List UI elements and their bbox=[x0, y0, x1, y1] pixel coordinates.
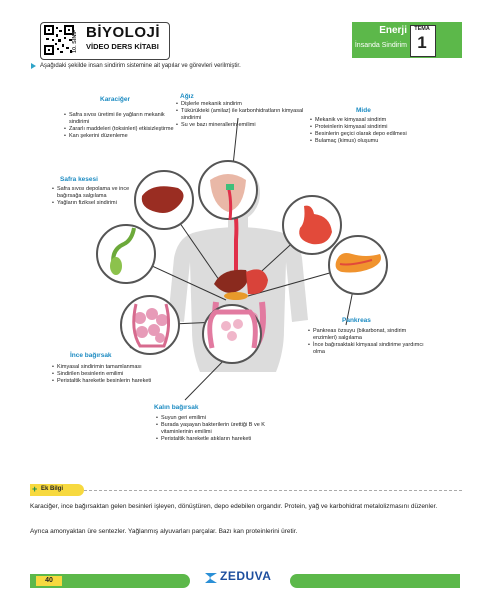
ek-bilgi-divider bbox=[84, 490, 462, 491]
liver-functions: Safra sıvısı üretimi ile yağların mekani… bbox=[64, 112, 174, 140]
topic-band bbox=[352, 22, 462, 58]
mouth-title: Ağız bbox=[180, 93, 194, 100]
gallbladder-circle bbox=[96, 224, 156, 284]
liver bbox=[214, 269, 248, 293]
tema-box bbox=[410, 25, 436, 57]
topic-subtitle: İnsanda Sindirim bbox=[354, 42, 407, 49]
ek-bilgi-paragraph-1: Karaciğer, ince bağırsaktan gelen besinl… bbox=[30, 503, 438, 510]
book-title: BİYOLOJİ bbox=[86, 24, 161, 41]
pancreas bbox=[224, 292, 248, 300]
stomach bbox=[246, 269, 268, 295]
liver-function-2: Zararlı maddeleri (toksinleri) etkisizle… bbox=[64, 126, 174, 133]
mouth-function-3: Su ve bazı minerallerin emilimi bbox=[176, 122, 311, 129]
large-intestine-functions: Suyun geri emilimi Burada yaşayan bakter… bbox=[156, 415, 286, 443]
large-intestine-icon bbox=[207, 309, 258, 349]
mouth-functions: Dişlerle mekanik sindirim Tükürükteki (a… bbox=[176, 101, 311, 129]
stomach-title: Mide bbox=[356, 107, 371, 114]
stomach-functions: Mekanik ve kimyasal sindirim Proteinleri… bbox=[310, 117, 440, 145]
stomach-function-1: Mekanik ve kimyasal sindirim bbox=[310, 117, 440, 124]
grade-label: 10. SINIF bbox=[72, 29, 78, 53]
tema-number: 1 bbox=[417, 33, 427, 52]
ek-bilgi-tab bbox=[30, 484, 84, 496]
pancreas-functions: Pankreas özsuyu (bikarbonat, sindirim en… bbox=[308, 328, 428, 356]
pancreas-title: Pankreas bbox=[342, 317, 371, 324]
footer-bar-right bbox=[290, 574, 460, 588]
liver-function-3: Kan şekerini düzenleme bbox=[64, 133, 174, 140]
large-intestine-function-2: Burada yaşayan bakterilerin ürettiği B v… bbox=[156, 422, 286, 436]
ek-bilgi-paragraph-2: Ayrıca amonyaktan üre sentezler. Yağlanm… bbox=[30, 528, 298, 535]
tema-label: TEMA bbox=[414, 26, 430, 32]
mouth-function-2: Tükürükteki (amilaz) ile karbonhidratlar… bbox=[176, 108, 311, 122]
liver-icon bbox=[141, 186, 184, 213]
small-intestine-icon bbox=[134, 308, 168, 343]
intro-text: Aşağıdaki şekilde insan sindirim sistemi… bbox=[40, 63, 241, 69]
pancreas-function-2: İnce bağırsaktaki kimyasal sindirime yar… bbox=[308, 342, 428, 356]
stomach-function-4: Bulamaç (kimus) oluşumu bbox=[310, 138, 440, 145]
footer-bar-left bbox=[30, 574, 190, 588]
pancreas-function-1: Pankreas özsuyu (bikarbonat, sindirim en… bbox=[308, 328, 428, 342]
large-intestine-function-1: Suyun geri emilimi bbox=[156, 415, 286, 422]
large-intestine-function-3: Peristaltik hareketle atıkların hareketi bbox=[156, 436, 286, 443]
gallbladder-function-1: Safra sıvısı depolama ve ince bağırsağa … bbox=[52, 186, 138, 200]
small-intestine-functions: Kimyasal sindirimin tamamlanması Sindiri… bbox=[52, 364, 152, 385]
head-icon bbox=[210, 174, 246, 212]
small-intestine-title: İnce bağırsak bbox=[70, 352, 112, 359]
large-intestine-title: Kalın bağırsak bbox=[154, 404, 199, 411]
liver-title: Karaciğer bbox=[100, 96, 130, 103]
page-number: 40 bbox=[36, 576, 62, 586]
digestive-system-diagram bbox=[96, 117, 388, 401]
small-intestine-function-2: Sindirilen besinlerin emilimi bbox=[52, 371, 152, 378]
liver-function-1: Safra sıvısı üretimi ile yağların mekani… bbox=[64, 112, 174, 126]
qr-code-icon[interactable] bbox=[44, 25, 74, 55]
plus-icon: + bbox=[32, 484, 38, 494]
intro-arrow-icon bbox=[31, 63, 36, 69]
gallbladder-title: Safra kesesi bbox=[60, 176, 98, 183]
ek-bilgi-label: Ek Bilgi bbox=[41, 486, 64, 492]
stomach-function-2: Proteinlerin kimyasal sindirimi bbox=[310, 124, 440, 131]
small-intestine-function-1: Kimyasal sindirimin tamamlanması bbox=[52, 364, 152, 371]
mouth-function-1: Dişlerle mekanik sindirim bbox=[176, 101, 311, 108]
topic-title: Enerji bbox=[379, 25, 407, 36]
gallbladder-functions: Safra sıvısı depolama ve ince bağırsağa … bbox=[52, 186, 138, 207]
book-subtitle: VİDEO DERS KİTABI bbox=[86, 42, 159, 51]
small-intestine-function-3: Peristaltik hareketle besinlerin hareket… bbox=[52, 378, 152, 385]
brand-logo: ZEDUVA bbox=[220, 569, 272, 583]
stomach-icon bbox=[299, 205, 332, 245]
zeduva-logo-icon bbox=[205, 573, 217, 583]
stomach-function-3: Besinlerin geçici olarak depo edilmesi bbox=[310, 131, 440, 138]
gallbladder-function-2: Yağların fiziksel sindirimi bbox=[52, 200, 138, 207]
